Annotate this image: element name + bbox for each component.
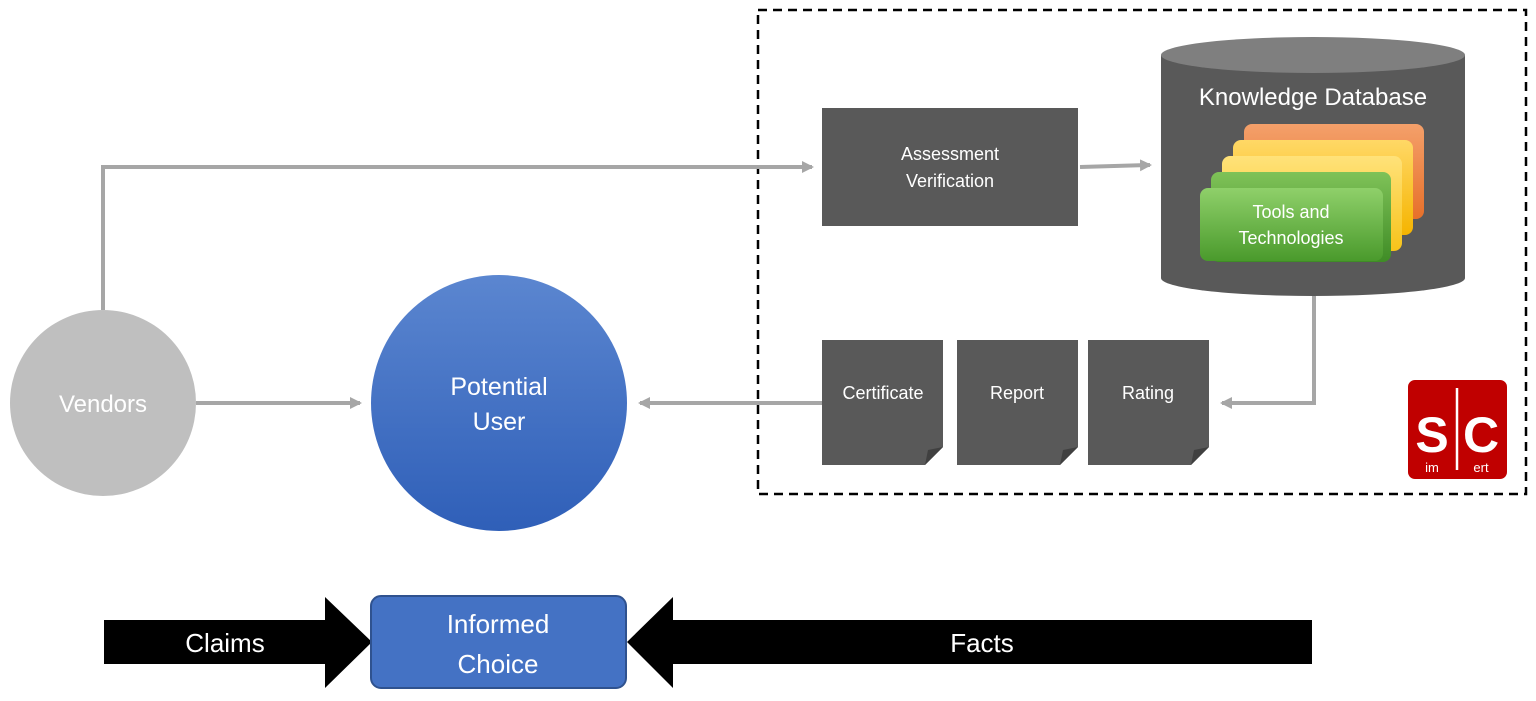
vendors-node: Vendors [10, 310, 196, 496]
logo-sub-ert: ert [1473, 460, 1489, 475]
tools-card-line2: Technologies [1238, 228, 1343, 248]
logo-letter-s: S [1415, 407, 1448, 463]
logo-letter-c: C [1463, 407, 1499, 463]
potential-user-line1: Potential [450, 373, 547, 401]
assessment-line1: Assessment [901, 144, 999, 164]
knowledge-database-cylinder: Knowledge Database Tools and Technologie… [1161, 37, 1465, 296]
assessment-line2: Verification [906, 171, 994, 191]
knowledge-database-title: Knowledge Database [1199, 84, 1427, 111]
informed-choice-line1: Informed [447, 609, 550, 639]
report-label: Report [990, 383, 1044, 403]
informed-choice-box: Informed Choice [370, 595, 627, 689]
connector-assessment-to-database [1079, 159, 1152, 172]
assessment-verification-box: Assessment Verification [822, 108, 1078, 226]
facts-label: Facts [950, 628, 1014, 658]
vendors-label: Vendors [59, 391, 147, 418]
rating-doc: Rating [1088, 340, 1209, 465]
facts-arrow: Facts [627, 597, 1312, 688]
claims-label: Claims [185, 628, 264, 658]
potential-user-node: Potential User [371, 275, 627, 531]
rating-label: Rating [1122, 383, 1174, 403]
tools-card-line1: Tools and [1252, 202, 1329, 222]
connector-vendors-to-assessment [101, 161, 814, 310]
system-boundary [756, 8, 1528, 496]
informed-choice-line2: Choice [458, 649, 539, 679]
report-doc: Report [957, 340, 1078, 465]
connectors [101, 159, 1316, 409]
tools-technologies-card [1200, 188, 1383, 261]
potential-user-line2: User [473, 408, 526, 436]
certificate-label: Certificate [842, 383, 923, 403]
simcert-logo: S im C ert [1408, 380, 1507, 479]
claims-arrow: Claims [104, 597, 372, 688]
certificate-doc: Certificate [822, 340, 943, 465]
logo-sub-im: im [1425, 460, 1439, 475]
connector-database-to-rating [1220, 296, 1316, 409]
